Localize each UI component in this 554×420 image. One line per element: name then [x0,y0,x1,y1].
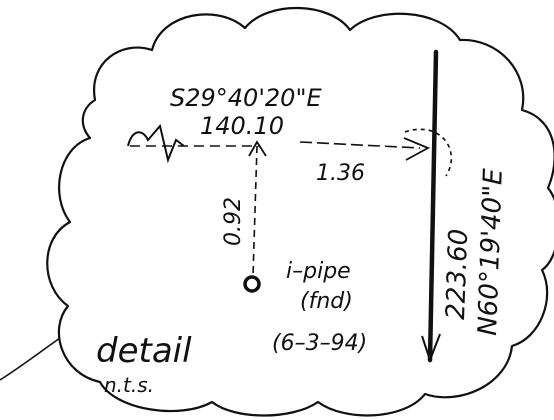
bearing-label: S29°40'20"E [170,84,322,112]
break-symbol [127,123,185,164]
offset-vertical-label: 0.92 [221,197,246,246]
line-bearing-label: N60°19'40"E [473,167,509,336]
offset-arc [404,128,452,177]
monument-date: (6–3–94) [272,331,367,356]
boundary-arrow-head [421,333,441,363]
iron-pipe-symbol [243,275,261,293]
offset-horizontal-line [299,141,421,149]
monument-type: i–pipe [286,259,351,284]
boundary-line [427,49,439,363]
cloud-outline [46,6,554,417]
line-distance-label: 223.60 [441,228,474,320]
offset-vertical-arrow [248,140,267,157]
leader-line [0,337,61,381]
monument-status: (fnd) [300,289,353,314]
detail-scale: n.t.s. [104,373,154,397]
offset-vertical-line [252,145,258,277]
detail-title: detail [96,331,192,371]
offset-horizontal-label: 1.36 [316,161,365,186]
offset-horizontal-arrow [403,137,431,161]
distance-label: 140.10 [200,112,284,140]
